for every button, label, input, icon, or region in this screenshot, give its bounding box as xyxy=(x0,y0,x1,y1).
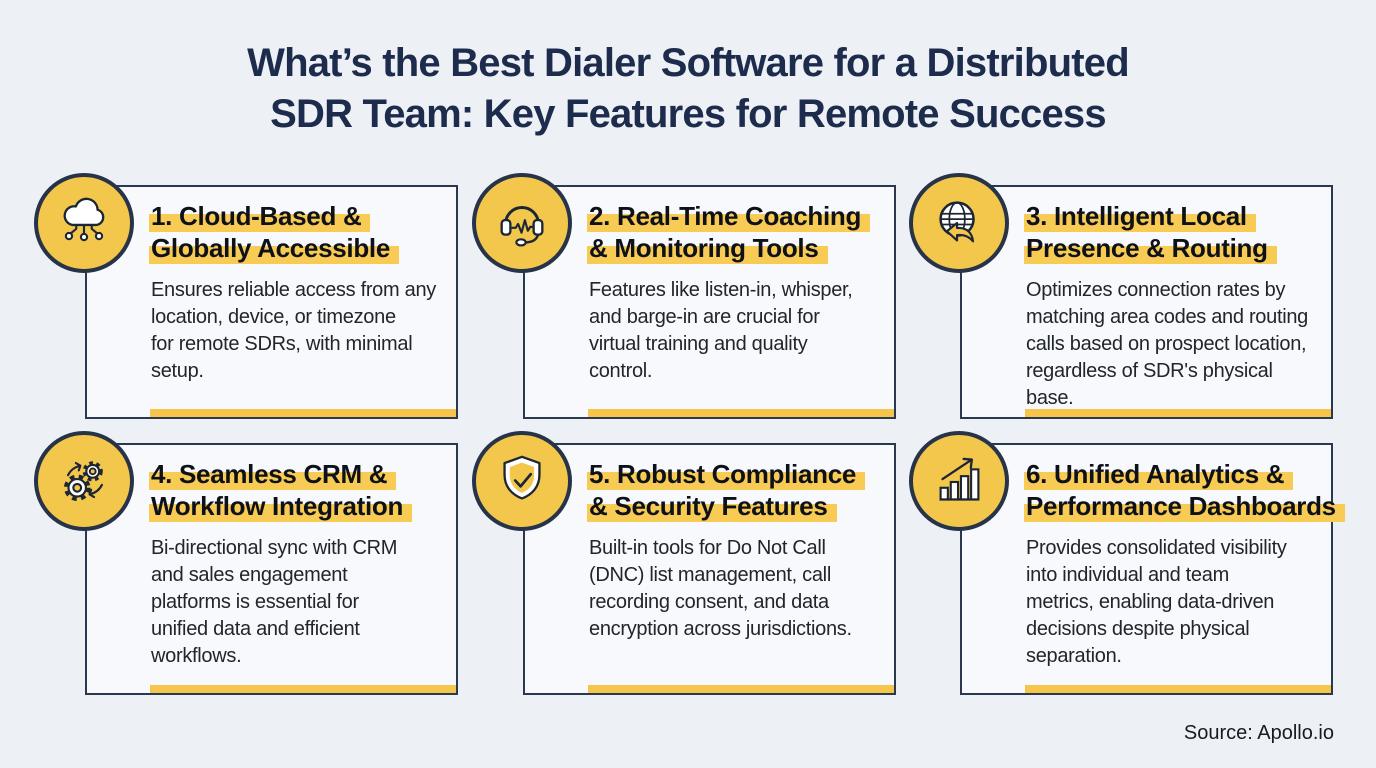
card-heading-line-1: 1. Cloud-Based & xyxy=(149,200,371,232)
card-compliance-security: 5. Robust Compliance & Security Features… xyxy=(472,431,896,695)
card-accent-bar xyxy=(1025,685,1331,693)
card-heading-line-2: Presence & Routing xyxy=(1024,232,1277,264)
card-body: Optimizes connection rates by matching a… xyxy=(1026,279,1308,409)
card-local-presence: 3. Intelligent Local Presence & Routing … xyxy=(909,173,1333,419)
card-heading-line-1: 2. Real-Time Coaching xyxy=(587,200,871,232)
card-heading-line-2: & Monitoring Tools xyxy=(587,232,828,264)
card-cloud-based: 1. Cloud-Based & Globally Accessible Ens… xyxy=(34,173,458,419)
card-heading-line-1: 6. Unified Analytics & xyxy=(1024,458,1294,490)
card-heading: 3. Intelligent Local Presence & Routing xyxy=(1024,200,1331,264)
card-body: Built-in tools for Do Not Call (DNC) lis… xyxy=(589,537,852,640)
headset-glyph xyxy=(500,206,544,247)
card-heading: 5. Robust Compliance & Security Features xyxy=(587,458,894,522)
card-accent-bar xyxy=(150,685,456,693)
gears-glyph xyxy=(63,461,103,502)
title-line-1: What’s the Best Dialer Software for a Di… xyxy=(247,41,1130,85)
card-body: Bi-directional sync with CRM and sales e… xyxy=(151,537,398,667)
page-title: What’s the Best Dialer Software for a Di… xyxy=(0,38,1376,140)
cloud-network-glyph xyxy=(63,197,105,242)
card-content: 2. Real-Time Coaching & Monitoring Tools… xyxy=(525,187,894,385)
card-heading: 2. Real-Time Coaching & Monitoring Tools xyxy=(587,200,894,264)
card-heading-line-2: Globally Accessible xyxy=(149,232,400,264)
card-accent-bar xyxy=(588,409,894,417)
headset-monitoring-icon xyxy=(472,173,572,273)
card-heading: 4. Seamless CRM & Workflow Integration xyxy=(149,458,456,522)
card-content: 4. Seamless CRM & Workflow Integration B… xyxy=(87,445,456,670)
globe-arrow-glyph xyxy=(939,201,975,243)
globe-routing-icon xyxy=(909,173,1009,273)
card-unified-analytics: 6. Unified Analytics & Performance Dashb… xyxy=(909,431,1345,695)
title-line-2: SDR Team: Key Features for Remote Succes… xyxy=(270,92,1106,136)
card-heading-line-1: 3. Intelligent Local xyxy=(1024,200,1256,232)
card-heading: 1. Cloud-Based & Globally Accessible xyxy=(149,200,456,264)
card-accent-bar xyxy=(588,685,894,693)
card-content: 5. Robust Compliance & Security Features… xyxy=(525,445,894,643)
card-heading-line-2: Workflow Integration xyxy=(149,490,413,522)
card-crm-integration: 4. Seamless CRM & Workflow Integration B… xyxy=(34,431,458,695)
card-heading-line-1: 4. Seamless CRM & xyxy=(149,458,397,490)
card-content: 6. Unified Analytics & Performance Dashb… xyxy=(962,445,1345,670)
shield-glyph xyxy=(503,455,541,500)
card-content: 1. Cloud-Based & Globally Accessible Ens… xyxy=(87,187,456,385)
card-content: 3. Intelligent Local Presence & Routing … xyxy=(962,187,1331,412)
gears-sync-icon xyxy=(34,431,134,531)
card-body: Ensures reliable access from any locatio… xyxy=(151,279,436,382)
shield-check-icon xyxy=(472,431,572,531)
card-body: Features like listen-in, whisper, and ba… xyxy=(589,279,853,382)
card-accent-bar xyxy=(1025,409,1331,417)
chart-glyph xyxy=(939,457,980,501)
card-heading-line-2: & Security Features xyxy=(587,490,837,522)
card-realtime-coaching: 2. Real-Time Coaching & Monitoring Tools… xyxy=(472,173,896,419)
bar-chart-growth-icon xyxy=(909,431,1009,531)
card-heading: 6. Unified Analytics & Performance Dashb… xyxy=(1024,458,1345,522)
card-body: Provides consolidated visibility into in… xyxy=(1026,537,1287,667)
source-attribution: Source: Apollo.io xyxy=(1183,722,1334,744)
card-accent-bar xyxy=(150,409,456,417)
card-heading-line-1: 5. Robust Compliance xyxy=(587,458,866,490)
cloud-network-icon xyxy=(34,173,134,273)
card-heading-line-2: Performance Dashboards xyxy=(1024,490,1345,522)
